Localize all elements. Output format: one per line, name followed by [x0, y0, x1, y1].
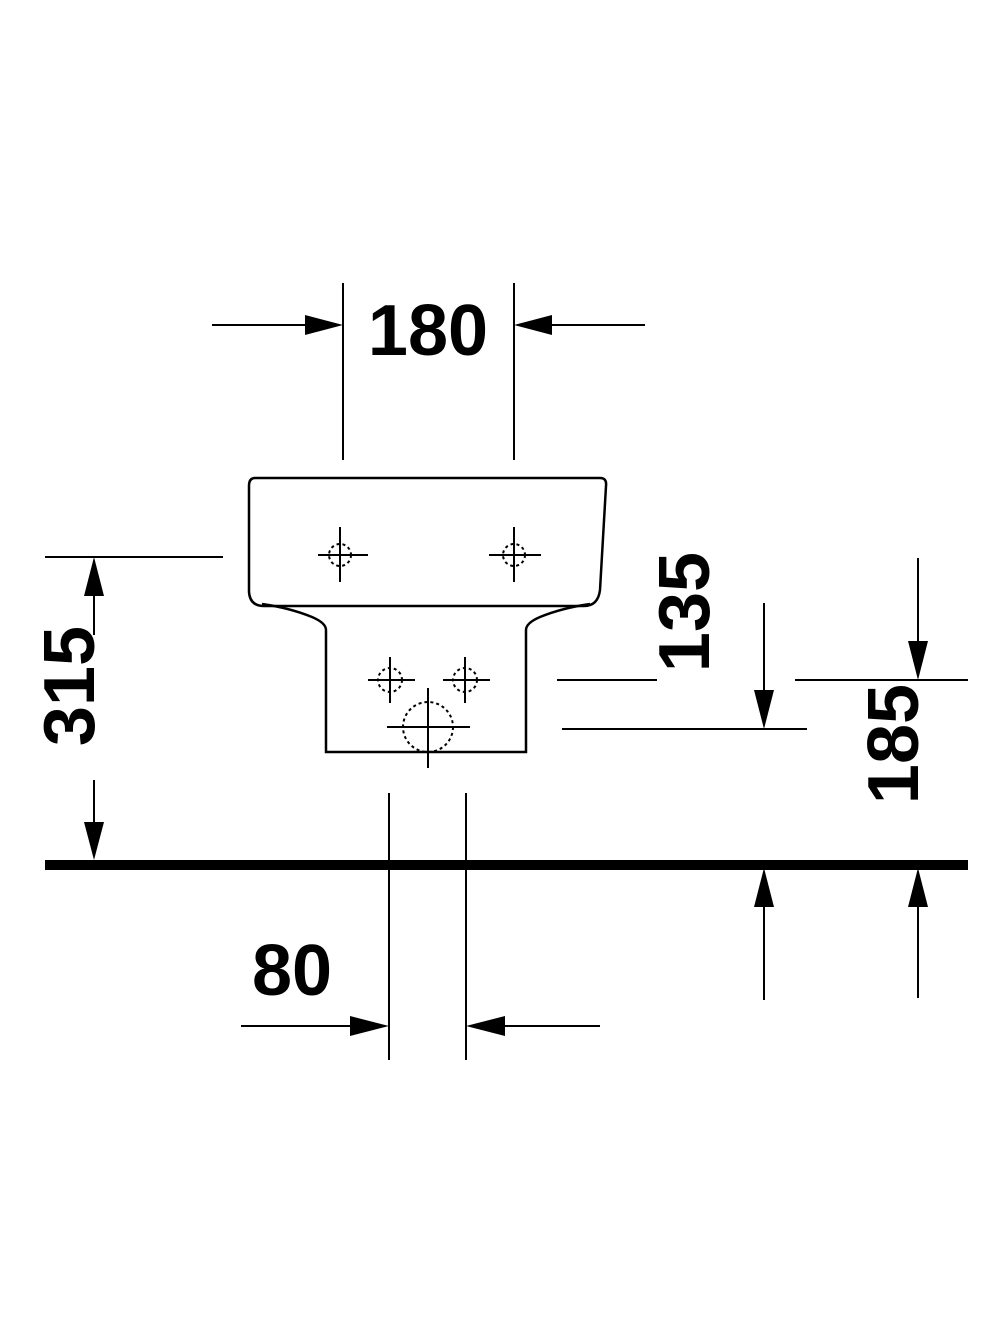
dimension-185: 185 — [754, 558, 968, 1000]
dimension-label-80: 80 — [252, 931, 332, 1011]
dimension-80: 80 — [241, 793, 600, 1060]
dimension-label-185: 185 — [854, 684, 934, 804]
tap-hole-right-icon — [489, 527, 541, 582]
dimension-180: 180 — [212, 283, 645, 460]
tap-hole-left-icon — [318, 527, 368, 582]
waste-outlet-icon — [387, 688, 470, 768]
dimension-135: 135 — [557, 552, 807, 730]
supply-hole-left-icon — [368, 657, 415, 703]
dimension-label-315: 315 — [30, 626, 110, 746]
fixture-outline — [247, 476, 608, 754]
dimension-label-135: 135 — [645, 552, 725, 672]
dimension-label-180: 180 — [368, 291, 488, 371]
supply-hole-right-icon — [443, 657, 490, 703]
dimension-315: 315 — [30, 556, 223, 860]
